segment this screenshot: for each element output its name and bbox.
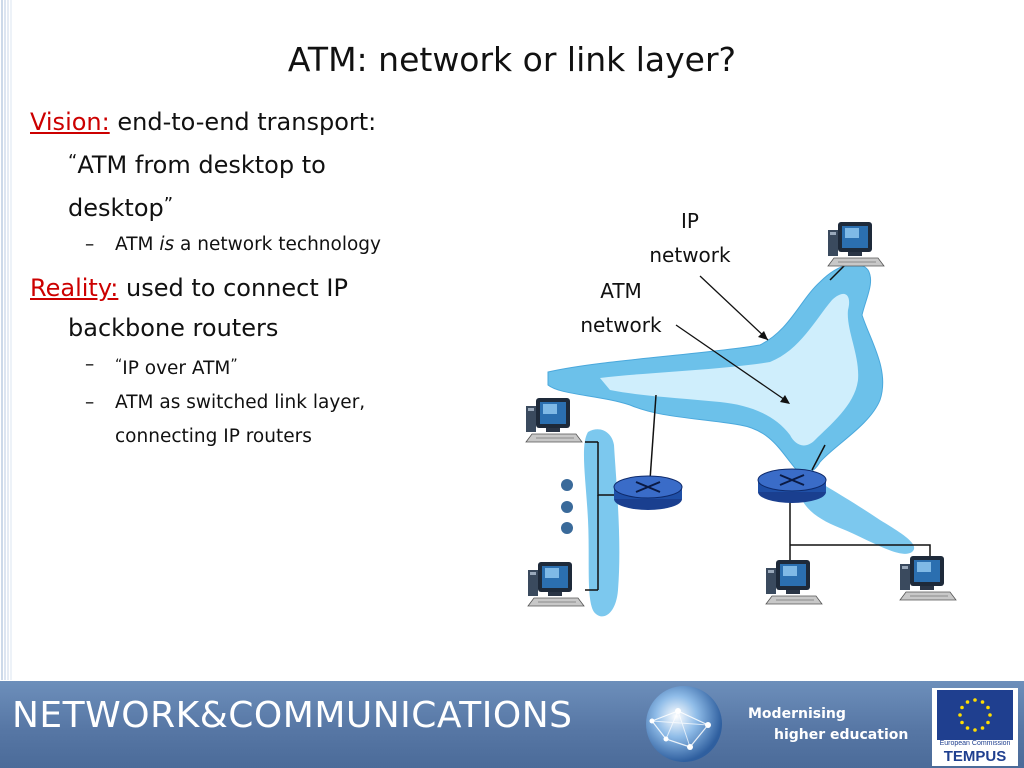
dash: – xyxy=(85,392,95,413)
atm-network-cloud xyxy=(600,293,859,446)
eu-star xyxy=(973,728,977,732)
footer-band xyxy=(0,681,1024,768)
switched-link-line-1: ATM as switched link layer, xyxy=(115,392,366,413)
network-diagram: IP network ATM network xyxy=(525,209,957,617)
eu-star xyxy=(986,720,990,725)
close-quote: ” xyxy=(163,194,174,215)
bullet-vision: Vision: end-to-end transport: “ATM from … xyxy=(30,102,470,228)
eu-star xyxy=(965,726,970,730)
eu-flag-icon xyxy=(937,690,1013,740)
vision-quote: ATM from desktop to xyxy=(77,151,326,179)
bullet-list: Vision: end-to-end transport: “ATM from … xyxy=(30,102,470,454)
eu-star xyxy=(980,700,985,704)
sub-bullet-switched-link: – ATM as switched link layer, connecting… xyxy=(30,386,470,454)
ip-over-atm-line: “IP over ATM” xyxy=(85,348,470,386)
host-bottom-middle-icon xyxy=(765,559,823,605)
sub-bullet-ip-over-atm: – “IP over ATM” xyxy=(30,348,470,386)
vision-quote-end: desktop xyxy=(68,194,164,222)
reality-text: used to connect IP xyxy=(126,274,348,302)
host-left-bottom-icon xyxy=(527,561,585,607)
footer-brand: NETWORK&COMMUNICATIONS xyxy=(12,695,573,736)
atm-label-line2: network xyxy=(580,313,662,337)
eu-star xyxy=(986,705,990,710)
switched-link-line-2: connecting IP routers xyxy=(115,426,312,447)
vision-quote-end-line: desktop” xyxy=(30,185,470,228)
dash: – xyxy=(85,234,95,255)
eu-star xyxy=(958,713,962,717)
slide-title: ATM: network or link layer? xyxy=(287,40,737,79)
eu-caption: European Commission xyxy=(939,740,1011,747)
ellipsis-dot xyxy=(561,522,573,534)
ip-label-line1: IP xyxy=(681,209,699,233)
vision-sub-text: ATM is a network technology xyxy=(85,228,470,262)
eu-star xyxy=(960,705,964,710)
router-right-icon xyxy=(757,468,827,504)
host-left-top-icon xyxy=(525,397,583,443)
eu-star xyxy=(988,713,992,717)
globe-logo-icon xyxy=(646,686,722,762)
host-bottom-right-icon xyxy=(899,555,957,601)
eu-program-name: TEMPUS xyxy=(943,748,1007,765)
eu-star xyxy=(965,700,970,704)
router-left-icon xyxy=(613,475,683,511)
vision-sub-is: is xyxy=(159,234,175,255)
reality-label: Reality: xyxy=(30,274,119,302)
close-quote: ” xyxy=(230,357,238,373)
left-edge-decoration xyxy=(1,0,12,680)
reality-text-2: backbone routers xyxy=(68,314,279,342)
footer-tagline-2: higher education xyxy=(774,727,909,743)
ip-label-line2: network xyxy=(649,243,731,267)
open-quote: “ xyxy=(115,357,123,373)
atm-label-line1: ATM xyxy=(600,279,642,303)
vision-label: Vision: xyxy=(30,108,110,136)
open-quote: “ xyxy=(68,151,78,172)
bullet-reality: Reality: used to connect IP backbone rou… xyxy=(30,268,470,348)
ellipsis-dot xyxy=(561,479,573,491)
footer-tagline-1: Modernising xyxy=(748,706,846,722)
sub-bullet-vision: – ATM is a network technology xyxy=(30,228,470,262)
vision-sub-prefix: ATM xyxy=(115,234,160,255)
eu-star xyxy=(980,726,985,730)
eu-star xyxy=(960,720,964,725)
dash: – xyxy=(85,354,95,375)
ellipsis-dot xyxy=(561,501,573,513)
right-lan-cloud xyxy=(800,472,915,554)
vision-text: end-to-end transport: xyxy=(117,108,377,136)
left-lan-cloud xyxy=(583,429,620,617)
host-top-right-icon xyxy=(827,221,885,267)
vision-sub-suffix: a network technology xyxy=(174,234,381,255)
ip-over-atm-text: IP over ATM xyxy=(122,358,231,379)
vision-quote-line: “ATM from desktop to xyxy=(30,142,470,185)
eu-star xyxy=(973,698,977,702)
